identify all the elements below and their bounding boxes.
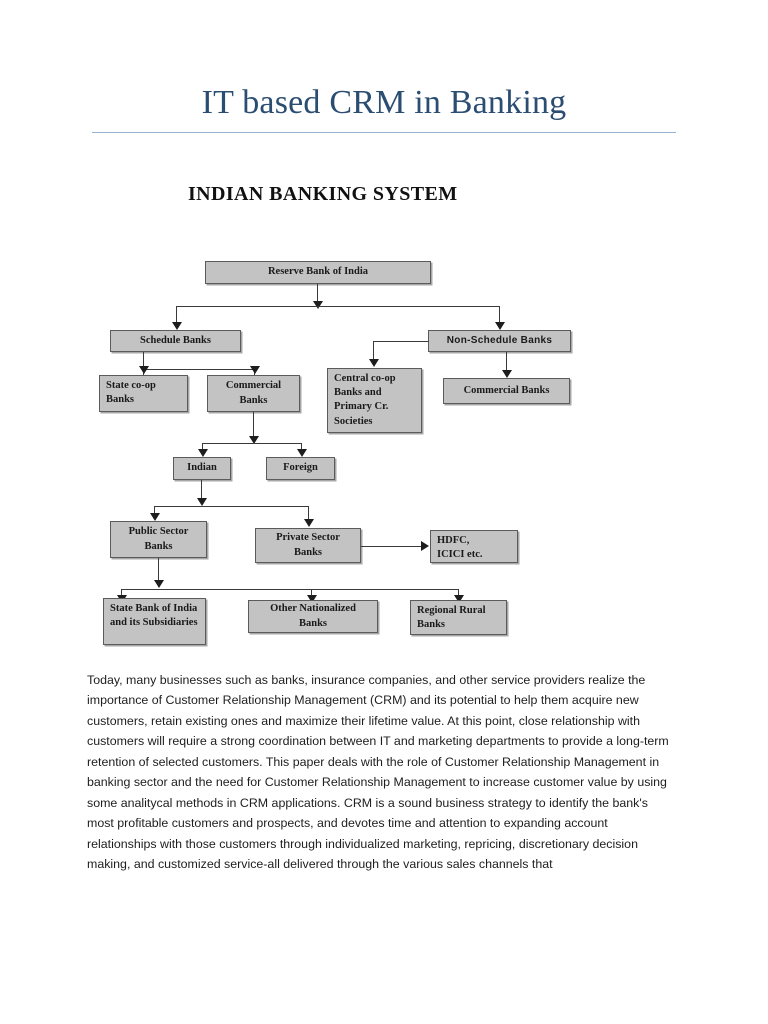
node-regional-rural-banks: Regional Rural Banks — [410, 600, 507, 635]
connector-nonschedule-left-out — [373, 341, 429, 342]
arrow-indian-down-icon — [198, 449, 208, 457]
node-commercial-banks-nonscheduled: Commercial Banks — [443, 378, 570, 404]
connector-rbi-left-drop — [176, 306, 177, 324]
node-reserve-bank-of-india: Reserve Bank of India — [205, 261, 431, 284]
diagram-title: INDIAN BANKING SYSTEM — [188, 183, 458, 205]
connector-rbi-split — [176, 306, 499, 307]
arrow-central-coop-down-icon — [369, 359, 379, 367]
arrow-hdfc-right-icon — [421, 541, 429, 551]
arrow-public-sector-down-icon — [150, 513, 160, 521]
connector-rbi-stem — [317, 284, 318, 303]
node-foreign: Foreign — [266, 457, 335, 480]
node-state-coop-banks: State co-op Banks — [99, 375, 188, 412]
arrow-public-split-down-icon — [154, 580, 164, 588]
connector-nonschedule-left-drop — [373, 341, 374, 361]
arrow-nonschedule-down-icon — [495, 322, 505, 330]
node-state-bank-of-india: State Bank of India and its Subsidiaries — [103, 598, 206, 645]
node-schedule-banks: Schedule Banks — [110, 330, 241, 352]
connector-public-stem — [158, 558, 159, 583]
page-title: IT based CRM in Banking — [201, 84, 567, 121]
connector-private-to-hdfc — [361, 546, 422, 547]
node-other-nationalized-banks: Other Nationalized Banks — [248, 600, 378, 633]
node-hdfc-icici: HDFC, ICICI etc. — [430, 530, 518, 563]
connector-sbi-drop — [121, 589, 122, 598]
connector-nonschedule-right-drop — [506, 352, 507, 372]
arrow-foreign-down-icon — [297, 449, 307, 457]
connector-foreign-drop — [301, 443, 302, 453]
connector-regional-rural-drop — [458, 589, 459, 598]
node-indian: Indian — [173, 457, 231, 480]
arrow-schedule-down-icon — [172, 322, 182, 330]
arrow-regional-rural-down-icon — [454, 595, 464, 603]
node-public-sector-banks: Public Sector Banks — [110, 521, 207, 558]
connector-bottom-split — [121, 589, 458, 590]
arrow-indian-split-down-icon — [197, 498, 207, 506]
node-private-sector-banks: Private Sector Banks — [255, 528, 361, 563]
arrow-commercial-left-down-icon — [250, 366, 260, 374]
connector-commercial-stem — [253, 412, 254, 438]
banking-system-diagram: INDIAN BANKING SYSTEM Reserve Bank of In… — [0, 150, 768, 660]
title-divider — [92, 132, 676, 133]
arrow-rbi-down-icon — [313, 301, 323, 309]
connector-rbi-right-drop — [499, 306, 500, 324]
node-non-schedule-banks: Non-Schedule Banks — [428, 330, 571, 352]
arrow-other-nationalized-down-icon — [307, 595, 317, 603]
connector-public-private-split — [154, 506, 308, 507]
arrow-commercial-split-down-icon — [249, 436, 259, 444]
connector-indian-foreign-split — [202, 443, 301, 444]
connector-schedule-stem — [143, 352, 144, 369]
arrow-private-sector-down-icon — [304, 519, 314, 527]
connector-public-drop — [154, 506, 155, 516]
body-paragraph: Today, many businesses such as banks, in… — [87, 673, 669, 872]
connector-other-nationalized-drop — [311, 589, 312, 598]
arrow-commercial-right-down-icon — [502, 370, 512, 378]
connector-indian-drop — [202, 443, 203, 453]
connector-indian-stem — [201, 480, 202, 500]
connector-schedule-split — [143, 369, 254, 370]
node-central-coop-banks: Central co-op Banks and Primary Cr. Soci… — [327, 368, 422, 433]
node-commercial-banks-scheduled: Commercial Banks — [207, 375, 300, 412]
arrow-state-coop-down-icon — [139, 366, 149, 374]
connector-private-drop — [308, 506, 309, 520]
